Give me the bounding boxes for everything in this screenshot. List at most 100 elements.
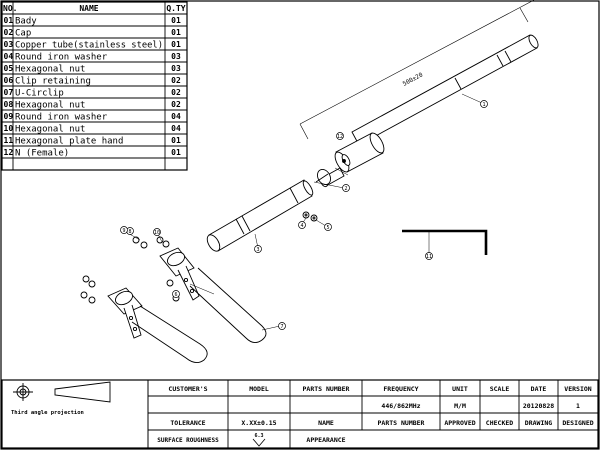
model-label: MODEL: [249, 385, 269, 393]
svg-text:01: 01: [171, 136, 181, 145]
surface-roughness-symbol: 6.3: [252, 433, 266, 447]
parts-row: 01 Bady 01: [4, 16, 181, 27]
svg-text:3: 3: [256, 247, 259, 253]
projection-label: Third angle projection: [11, 409, 84, 416]
svg-text:Round iron washer: Round iron washer: [15, 53, 108, 63]
svg-text:03: 03: [171, 52, 181, 61]
svg-text:Hexagonal nut: Hexagonal nut: [15, 65, 85, 75]
version-label: VERSION: [564, 385, 591, 393]
svg-text:9: 9: [122, 228, 125, 234]
svg-text:04: 04: [4, 52, 14, 61]
unit-value: M/M: [454, 402, 466, 410]
projection-symbol: [13, 381, 111, 403]
svg-text:01: 01: [4, 16, 14, 25]
body-tube-part: [334, 34, 539, 173]
svg-text:11: 11: [426, 254, 432, 260]
svg-text:5: 5: [326, 225, 329, 231]
parts-row: 08 Hexagonal nut 02: [4, 100, 181, 111]
hex-wrench-part: [402, 229, 488, 255]
exploded-view: 500±20: [80, 0, 539, 363]
svg-text:08: 08: [4, 100, 14, 109]
parts-number-label: PARTS NUMBER: [303, 385, 350, 393]
parts-row: 10 Hexagonal nut 04: [4, 124, 181, 135]
parts-list-table: NO. NAME Q.TY 01 Bady 01 02 Cap 01 03 Co…: [1, 1, 188, 171]
svg-text:05: 05: [4, 64, 14, 73]
scale-label: SCALE: [490, 385, 510, 393]
name-label: NAME: [318, 419, 334, 427]
svg-text:Cap: Cap: [15, 29, 31, 39]
parts-row: 09 Round iron washer 04: [4, 112, 181, 123]
svg-text:12: 12: [337, 134, 343, 140]
svg-text:6: 6: [174, 292, 177, 298]
callout-11: 11: [425, 252, 433, 260]
svg-text:07: 07: [4, 88, 14, 97]
parts-row: 11 Hexagonal plate hand 01: [4, 136, 181, 147]
svg-text:11: 11: [4, 136, 14, 145]
approved-label: APPROVED: [444, 419, 475, 427]
title-block: Third angle projection CUSTOMER'S MODEL …: [1, 379, 599, 449]
designed-label: DESIGNED: [562, 419, 593, 427]
callouts: 1 2 3 4 5 6 7 8 9 10 11 12: [120, 100, 488, 330]
parts-row: 02 Cap 01: [4, 28, 181, 39]
customer-label: CUSTOMER'S: [168, 385, 207, 393]
callout-1: 1: [480, 100, 488, 108]
parts-row: 07 U-Circlip 02: [4, 88, 181, 99]
parts-number-label-2: PARTS NUMBER: [378, 419, 425, 427]
svg-text:Copper tube(stainless steel): Copper tube(stainless steel): [15, 41, 163, 51]
frequency-value: 446/862MHz: [381, 402, 420, 410]
svg-text:6.3: 6.3: [254, 433, 263, 439]
frequency-label: FREQUENCY: [383, 385, 418, 393]
tolerance-label: TOLERANCE: [170, 419, 205, 427]
svg-text:7: 7: [280, 324, 283, 330]
parts-header-name: NAME: [79, 4, 98, 13]
date-label: DATE: [531, 385, 547, 393]
svg-text:03: 03: [171, 64, 181, 73]
svg-text:U-Circlip: U-Circlip: [15, 89, 64, 99]
drawing-label: DRAWING: [525, 419, 552, 427]
appearance-label: APPEARANCE: [306, 436, 345, 444]
svg-text:04: 04: [171, 124, 181, 133]
dimension-line: [299, 0, 535, 140]
parts-row: 06 Clip retaining 02: [4, 76, 181, 87]
svg-text:10: 10: [4, 124, 14, 133]
parts-header-qty: Q.TY: [166, 4, 185, 13]
svg-text:Bady: Bady: [15, 17, 37, 27]
svg-text:04: 04: [171, 112, 181, 121]
svg-text:10: 10: [154, 230, 160, 236]
svg-text:4: 4: [300, 223, 303, 229]
checked-label: CHECKED: [486, 419, 513, 427]
svg-text:03: 03: [4, 40, 14, 49]
svg-text:02: 02: [171, 76, 181, 85]
svg-text:8: 8: [128, 229, 131, 235]
svg-text:01: 01: [171, 40, 181, 49]
svg-text:01: 01: [171, 28, 181, 37]
svg-text:Clip retaining: Clip retaining: [15, 77, 91, 87]
svg-text:12: 12: [4, 148, 14, 157]
svg-text:Hexagonal plate hand: Hexagonal plate hand: [15, 137, 123, 147]
surface-roughness-label: SURFACE ROUGHNESS: [157, 437, 219, 444]
svg-text:2: 2: [344, 186, 347, 192]
svg-text:02: 02: [171, 88, 181, 97]
unit-label: UNIT: [452, 385, 468, 393]
parts-row: 04 Round iron washer 03: [4, 52, 181, 63]
callout-9: 9: [120, 226, 128, 234]
callout-3: 3: [254, 245, 262, 253]
svg-text:1: 1: [482, 102, 485, 108]
callout-12: 12: [336, 132, 344, 140]
callout-6: 6: [172, 290, 180, 298]
lower-clamp-part: [107, 287, 208, 363]
callout-5: 5: [324, 223, 332, 231]
leader-lines: [125, 93, 483, 331]
svg-text:N (Female): N (Female): [15, 149, 69, 159]
svg-text:01: 01: [171, 148, 181, 157]
parts-header-no: NO.: [3, 4, 17, 13]
svg-text:02: 02: [4, 28, 14, 37]
dimension-label: 500±20: [402, 71, 425, 88]
parts-row: 05 Hexagonal nut 03: [4, 64, 181, 75]
svg-text:Hexagonal nut: Hexagonal nut: [15, 125, 85, 135]
svg-text:09: 09: [4, 112, 14, 121]
svg-text:06: 06: [4, 76, 14, 85]
